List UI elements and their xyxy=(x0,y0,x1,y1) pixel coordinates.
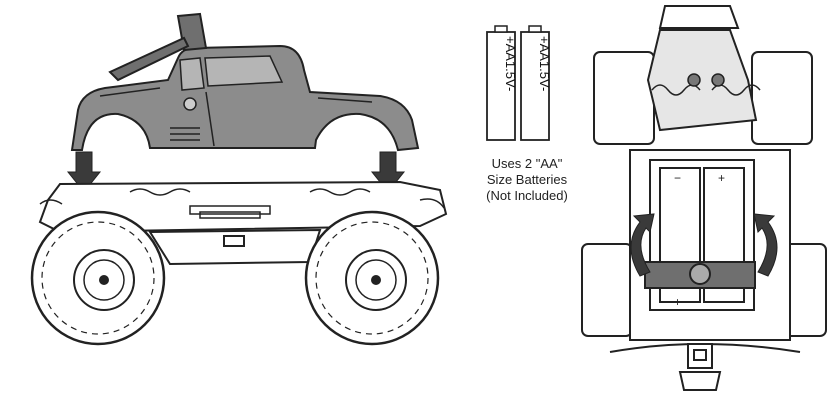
top-view-springs xyxy=(651,73,761,96)
battery-compartment xyxy=(644,159,756,311)
down-arrow-left xyxy=(66,151,102,193)
curved-arrow-right xyxy=(753,213,778,277)
compartment-sign-bottom-left: + xyxy=(674,295,681,309)
top-view-rear xyxy=(609,343,801,391)
caption-line-3: (Not Included) xyxy=(486,188,568,203)
compartment-sign-top-right: + xyxy=(718,171,725,185)
caption-line-2: Size Batteries xyxy=(486,172,568,187)
battery-right: +AA1.5V- xyxy=(520,25,552,141)
compartment-sign-bottom-right: − xyxy=(718,295,725,309)
wheel-rear xyxy=(30,210,166,346)
curved-arrow-left xyxy=(630,213,655,277)
battery-caption: Uses 2 "AA" Size Batteries (Not Included… xyxy=(462,156,592,204)
body-shell-details xyxy=(99,55,373,147)
compartment-sign-top-left: − xyxy=(674,171,681,185)
roll-bar xyxy=(108,12,208,82)
truck-body-shell xyxy=(70,44,420,152)
battery-right-label: +AA1.5V- xyxy=(537,36,552,91)
battery-left: +AA1.5V- xyxy=(486,25,518,141)
chassis-details xyxy=(39,188,445,219)
battery-left-label: +AA1.5V- xyxy=(503,36,518,91)
wheel-front xyxy=(304,210,440,346)
caption-line-1: Uses 2 "AA" xyxy=(491,156,563,171)
